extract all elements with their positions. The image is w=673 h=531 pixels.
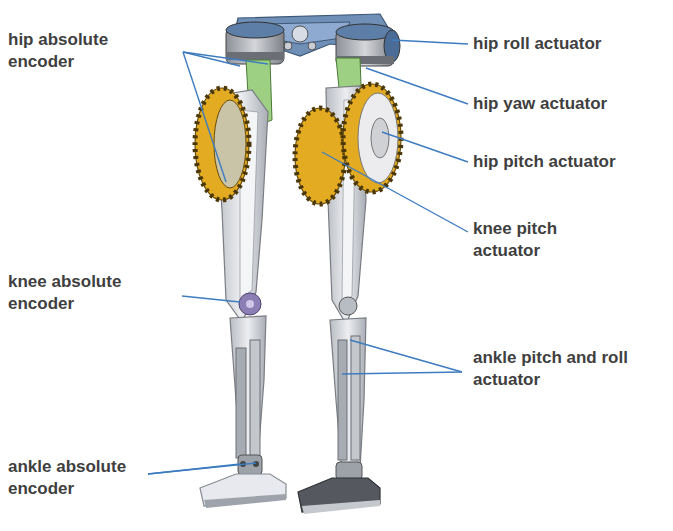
actuator-drums — [195, 84, 401, 204]
part-label: hip roll actuator — [473, 33, 663, 55]
part-label: ankle absolute encoder — [8, 456, 158, 500]
hip-actuators — [226, 22, 400, 66]
part-label: hip absolute encoder — [8, 29, 148, 73]
part-label: hip pitch actuator — [473, 151, 663, 173]
part-label: ankle pitch and roll actuator — [473, 347, 663, 391]
part-label: hip yaw actuator — [473, 93, 663, 115]
part-label: knee pitch actuator — [473, 218, 593, 262]
part-label: knee absolute encoder — [8, 271, 158, 315]
leader-lines — [148, 40, 468, 474]
